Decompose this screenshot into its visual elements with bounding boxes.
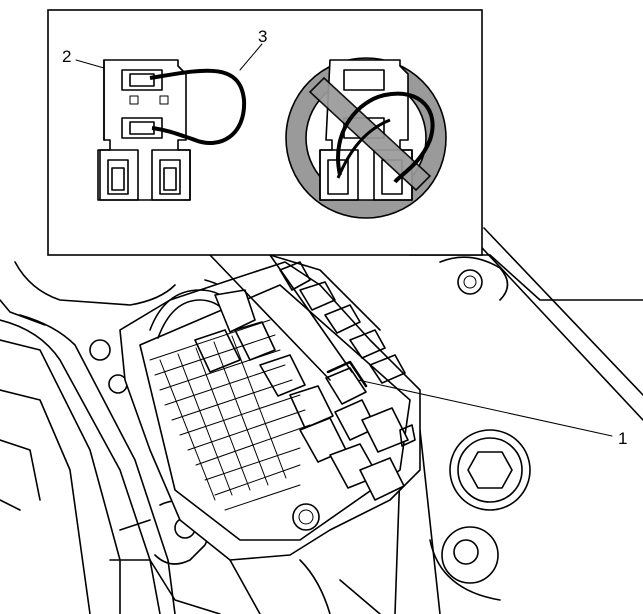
fuse-slots xyxy=(149,319,311,511)
callout-2-label: 2 xyxy=(62,47,71,66)
fuse-box xyxy=(119,261,421,561)
engine-bay-outline xyxy=(0,227,643,614)
callout-3-label: 3 xyxy=(258,27,267,46)
inset-leader-lines xyxy=(209,254,353,381)
fuse-correct xyxy=(97,59,247,201)
callout-1-label: 1 xyxy=(618,429,627,448)
fuse-incorrect xyxy=(285,57,447,219)
inset-detail xyxy=(47,9,483,256)
